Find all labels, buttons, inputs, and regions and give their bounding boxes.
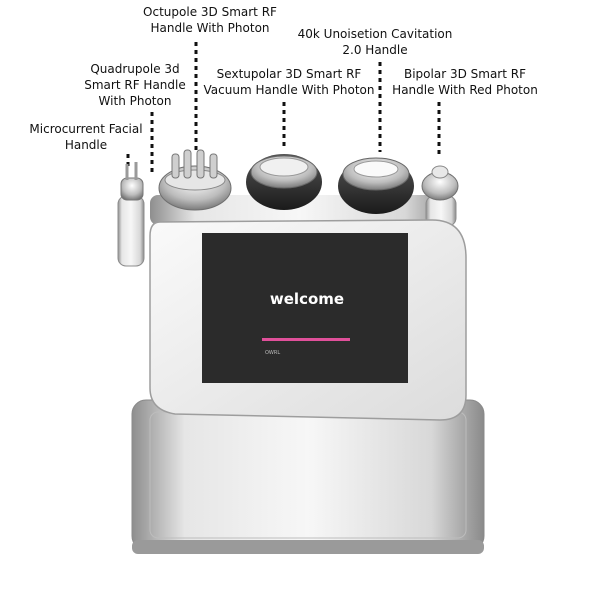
octupole-handle	[158, 149, 232, 211]
label-bipolar-handle: Bipolar 3D Smart RF Handle With Red Phot…	[392, 67, 538, 97]
label-cavitation-handle: 40k Unoisetion Cavitation 2.0 Handle	[297, 27, 453, 57]
machine-base	[131, 399, 485, 554]
lcd-screen	[202, 233, 408, 383]
leader-lines	[126, 42, 441, 176]
sextupolar-handle	[246, 154, 322, 210]
screen-panel: welcome OWRL	[149, 219, 467, 421]
screen-status-text: OWRL	[265, 350, 280, 356]
label-quadrupole-handle: Quadrupole 3d Smart RF Handle With Photo…	[84, 62, 186, 108]
label-sextupolar-handle: Sextupolar 3D Smart RF Vacuum Handle Wit…	[203, 67, 375, 97]
screen-welcome-text: welcome	[270, 290, 344, 308]
label-microcurrent-handle: Microcurrent Facial Handle	[29, 122, 143, 152]
screen-progress-bar	[262, 338, 350, 341]
microcurrent-handle	[117, 162, 145, 267]
label-octupole-handle: Octupole 3D Smart RF Handle With Photon	[143, 5, 277, 35]
cavitation-handle	[338, 157, 414, 214]
bipolar-handle	[421, 165, 459, 227]
